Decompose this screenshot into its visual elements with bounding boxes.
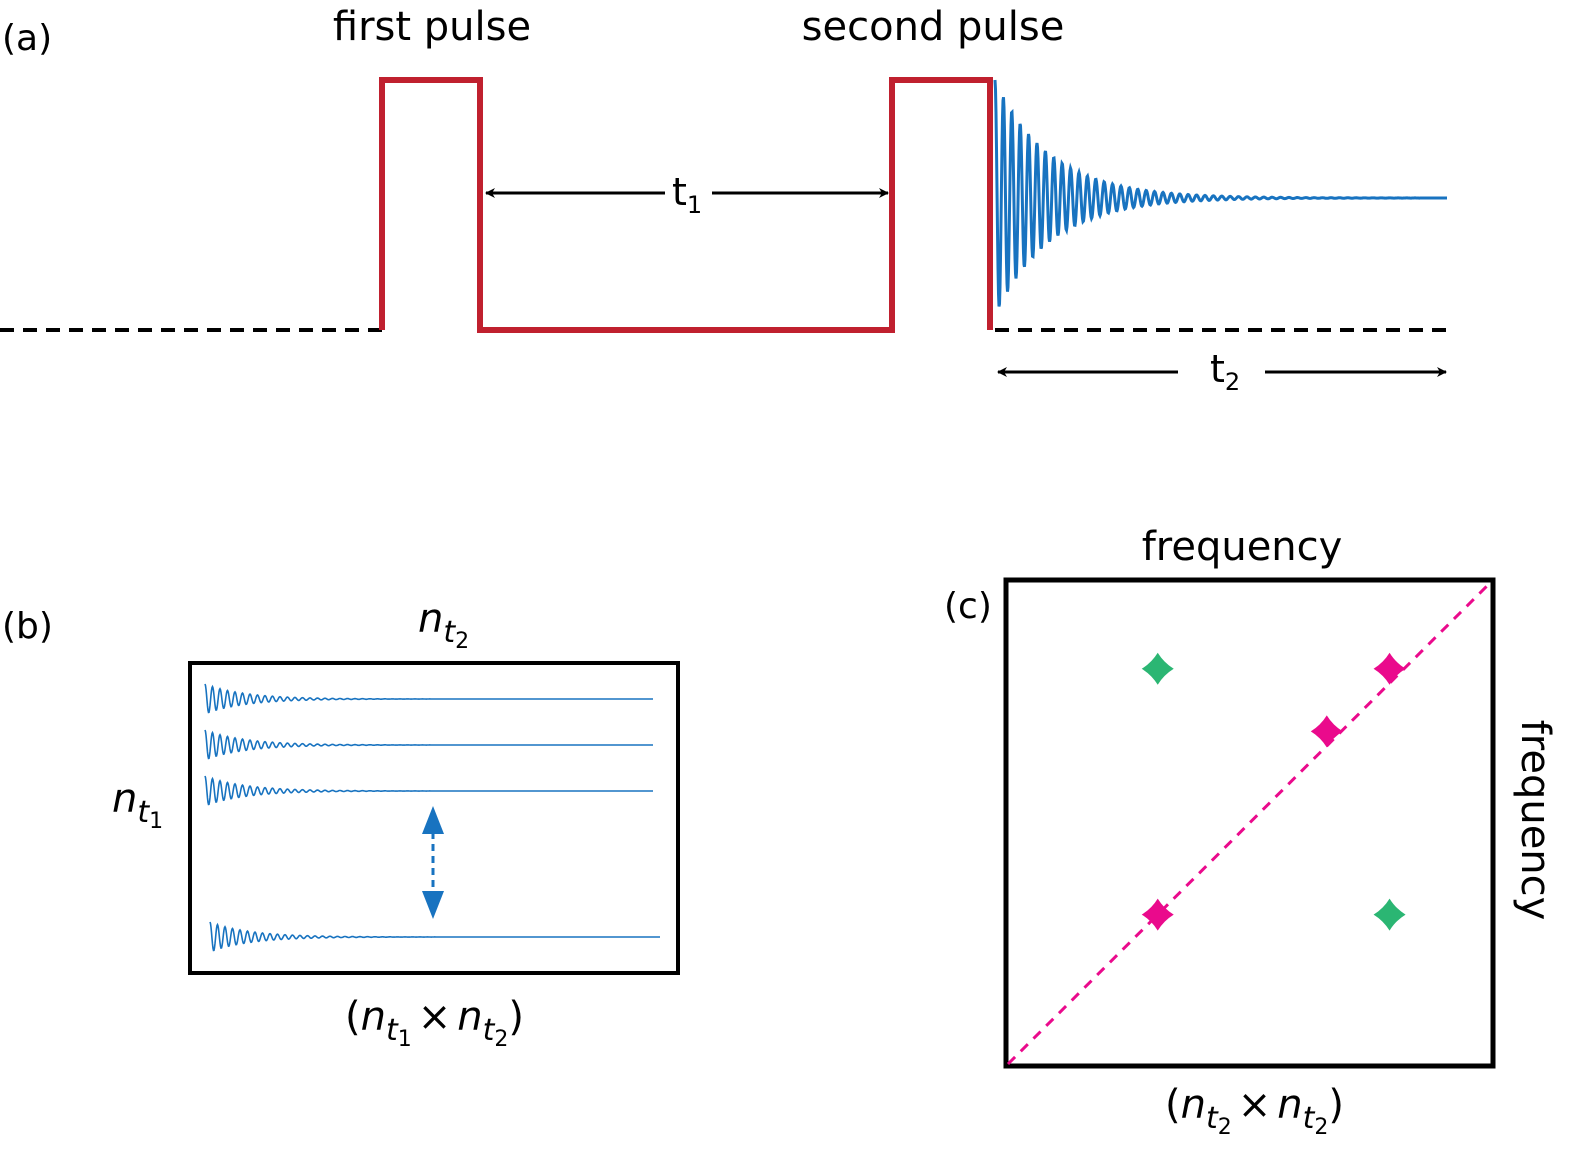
time-domain-matrix-frame: [188, 661, 680, 975]
t2-label: t2: [1210, 347, 1240, 396]
fid-row: [204, 729, 653, 760]
panel-b-label: (b): [2, 606, 53, 647]
pulse-sequence-trace: [379, 77, 993, 333]
panel-c: (c) frequency frequency (nt2×nt2): [944, 524, 1558, 1140]
diagonal-peak: [1141, 898, 1174, 931]
top-frequency-axis-label: frequency: [1142, 524, 1343, 570]
time-matrix-dims-label: (nt1×nt2): [345, 994, 524, 1052]
cross-peak: [1141, 652, 1174, 685]
more-rows-arrow: [422, 806, 444, 919]
fid-row: [204, 683, 653, 714]
fid-rows: [204, 683, 660, 952]
panel-c-label: (c): [944, 586, 992, 627]
nt2-axis-label: nt2: [418, 596, 469, 654]
t1-interval-arrow: t1: [485, 170, 889, 219]
right-frequency-axis-label: frequency: [1512, 720, 1558, 921]
fid-row: [204, 775, 653, 806]
panel-a: (a) first pulse second pulse t1 t2: [0, 4, 1450, 396]
nt1-axis-label: nt1: [112, 776, 163, 834]
diagonal-peak: [1310, 715, 1343, 748]
first-pulse-label: first pulse: [333, 4, 531, 50]
cross-peak: [1373, 898, 1406, 931]
diagonal-peak: [1373, 652, 1406, 685]
spectrum-frame: [1003, 577, 1496, 1069]
panel-b: (b) nt2 nt1 (nt1×nt2): [2, 596, 680, 1052]
spectrum-peaks: [1141, 652, 1406, 931]
freq-matrix-dims-label: (nt2×nt2): [1165, 1082, 1344, 1140]
fid-row: [209, 921, 660, 952]
panel-a-label: (a): [2, 18, 52, 59]
t2-interval-arrow: t2: [997, 347, 1447, 396]
t1-label: t1: [672, 170, 702, 219]
diagonal-dashed-line: [1006, 580, 1493, 1066]
second-pulse-label: second pulse: [802, 4, 1065, 50]
fid-decay-trace: [993, 79, 1447, 307]
